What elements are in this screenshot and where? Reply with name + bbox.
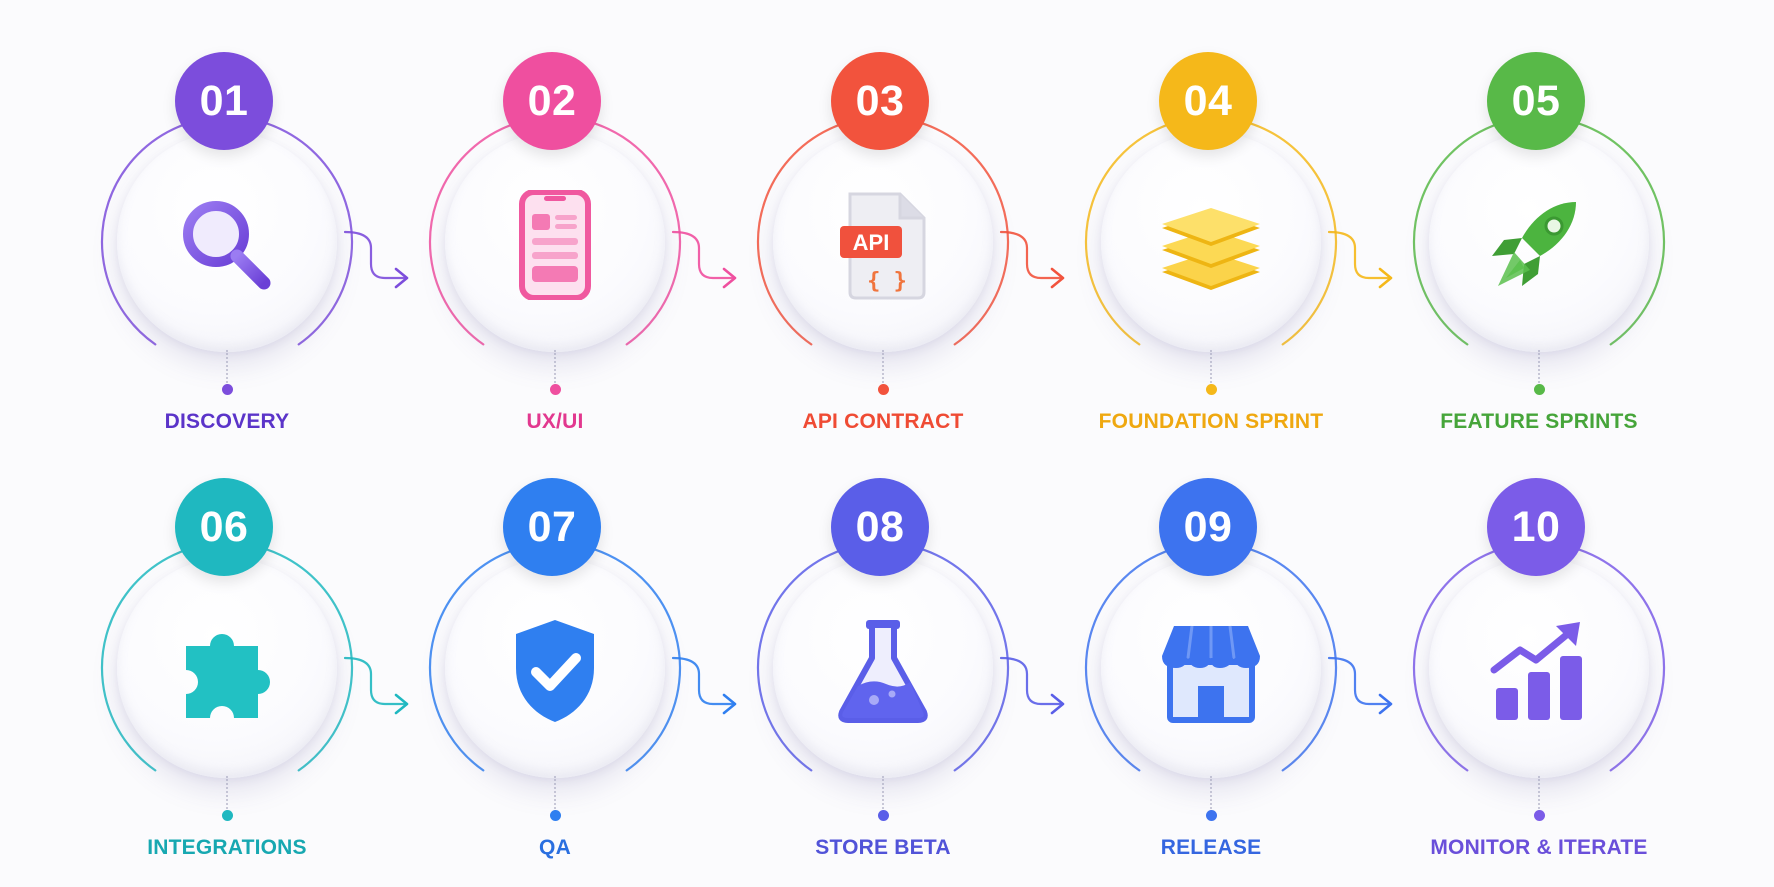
stem-line xyxy=(1210,350,1212,386)
stem-line xyxy=(226,776,228,812)
puzzle-piece-icon xyxy=(172,616,282,726)
phone-wireframe-icon xyxy=(500,189,610,301)
stem-dot xyxy=(1534,384,1545,395)
step-number-badge: 06 xyxy=(175,478,273,576)
stem-line xyxy=(882,350,884,386)
arrow-right-icon xyxy=(722,267,737,289)
stem-dot xyxy=(1534,810,1545,821)
step-number-badge: 08 xyxy=(831,478,929,576)
step-number-badge: 10 xyxy=(1487,478,1585,576)
step-09: 09 RELEASE xyxy=(1048,478,1368,878)
step-04: 04 FOUNDATION SPRINT xyxy=(1048,52,1368,452)
stem-dot xyxy=(222,810,233,821)
stem-dot xyxy=(550,810,561,821)
arrow-right-icon xyxy=(1050,267,1065,289)
connector-line xyxy=(999,656,1062,706)
shield-check-icon xyxy=(500,616,610,726)
svg-text:{ }: { } xyxy=(867,269,907,294)
step-label: UX/UI xyxy=(526,410,584,433)
connector-line xyxy=(343,656,406,706)
step-number-badge: 02 xyxy=(503,52,601,150)
arrow-right-icon xyxy=(394,693,409,715)
storefront-icon xyxy=(1156,616,1266,726)
step-05: 05 FEATURE SPRINTS xyxy=(1376,52,1696,452)
connector-line xyxy=(671,656,734,706)
api-document-icon: API { } xyxy=(828,190,938,300)
stem-dot xyxy=(1206,810,1217,821)
magnifier-icon xyxy=(172,190,282,300)
arrow-right-icon xyxy=(722,693,737,715)
arrow-right-icon xyxy=(1050,693,1065,715)
growth-chart-icon xyxy=(1484,616,1594,726)
stem-line xyxy=(1538,776,1540,812)
step-label: API CONTRACT xyxy=(802,410,964,433)
stem-dot xyxy=(878,810,889,821)
stem-line xyxy=(1210,776,1212,812)
stem-line xyxy=(1538,350,1540,386)
flask-icon xyxy=(828,616,938,726)
step-label: FEATURE SPRINTS xyxy=(1440,410,1638,433)
step-label: MONITOR & ITERATE xyxy=(1430,836,1648,859)
step-label: QA xyxy=(539,836,571,859)
stem-dot xyxy=(550,384,561,395)
connector-line xyxy=(1327,230,1390,280)
stem-dot xyxy=(878,384,889,395)
step-label: INTEGRATIONS xyxy=(147,836,307,859)
stem-line xyxy=(554,776,556,812)
svg-text:API: API xyxy=(853,230,890,255)
stem-line xyxy=(882,776,884,812)
step-number-badge: 07 xyxy=(503,478,601,576)
step-label: DISCOVERY xyxy=(164,410,290,433)
stem-line xyxy=(554,350,556,386)
layers-icon xyxy=(1156,190,1266,300)
step-10: 10 MONITOR & ITERATE xyxy=(1376,478,1696,878)
step-02: 02 UX/UI xyxy=(392,52,712,452)
connector-line xyxy=(1327,656,1390,706)
step-number-badge: 09 xyxy=(1159,478,1257,576)
step-disc xyxy=(1429,558,1649,778)
step-number-badge: 01 xyxy=(175,52,273,150)
step-label: FOUNDATION SPRINT xyxy=(1098,410,1324,433)
step-number-badge: 04 xyxy=(1159,52,1257,150)
step-08: 08 STORE BETA xyxy=(720,478,1040,878)
rocket-icon xyxy=(1484,190,1594,300)
stem-dot xyxy=(1206,384,1217,395)
step-01: 01 DISCOVERY xyxy=(64,52,384,452)
step-label: RELEASE xyxy=(1160,836,1262,859)
step-06: 06 INTEGRATIONS xyxy=(64,478,384,878)
connector-line xyxy=(999,230,1062,280)
stem-dot xyxy=(222,384,233,395)
connector-line xyxy=(343,230,406,280)
arrow-right-icon xyxy=(394,267,409,289)
arrow-right-icon xyxy=(1378,693,1393,715)
stem-line xyxy=(226,350,228,386)
connector-line xyxy=(671,230,734,280)
step-number-badge: 03 xyxy=(831,52,929,150)
step-number-badge: 05 xyxy=(1487,52,1585,150)
step-07: 07 QA xyxy=(392,478,712,878)
step-label: STORE BETA xyxy=(815,836,951,859)
step-03: API { } 03 API CONTRACT xyxy=(720,52,1040,452)
arrow-right-icon xyxy=(1378,267,1393,289)
